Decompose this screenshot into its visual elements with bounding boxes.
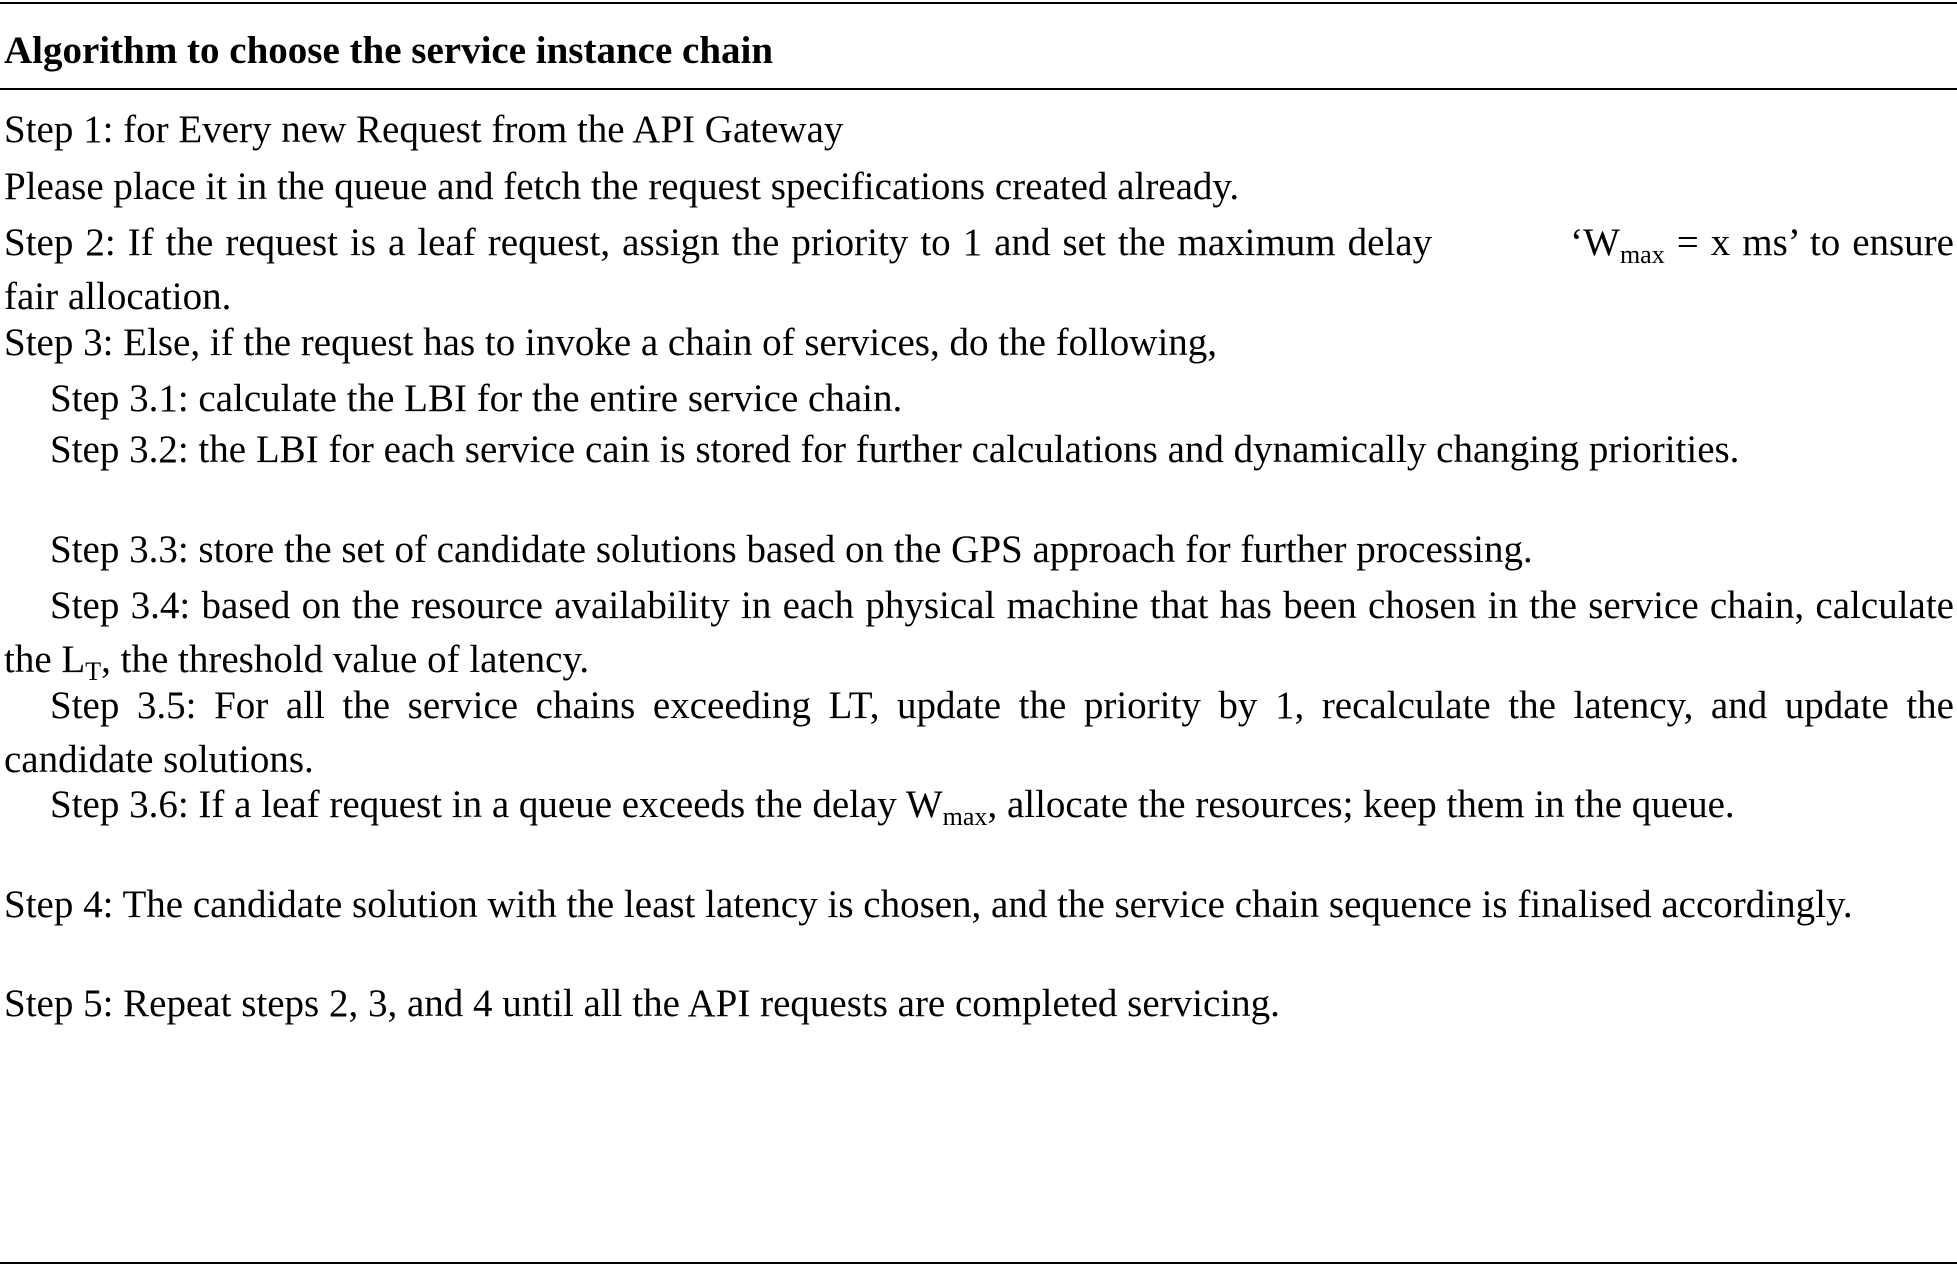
step-2-text-end: = x ms’ to ensure fair allocation. [4, 221, 1954, 318]
step-2: Step 2: If the request is a leaf request… [4, 216, 1954, 324]
step-1: Step 1: for Every new Request from the A… [4, 108, 844, 151]
step-4: Step 4: The candidate solution with the … [4, 883, 1853, 926]
step-3-5: Step 3.5: For all the service chains exc… [4, 684, 1954, 781]
step-1-detail: Please place it in the queue and fetch t… [4, 165, 1240, 208]
algorithm-title: Algorithm to choose the service instance… [4, 29, 774, 72]
step-3-4: Step 3.4: based on the resource availabi… [4, 579, 1954, 687]
step-3: Step 3: Else, if the request has to invo… [4, 321, 1218, 364]
step-3-6-text-end: , allocate the resources; keep them in t… [987, 783, 1735, 826]
step-3-4-text-end: , the threshold value of latency. [101, 638, 590, 681]
step-3-4-text: Step 3.4: based on the resource availabi… [4, 584, 1954, 681]
step-3-6: Step 3.6: If a leaf request in a queue e… [4, 778, 1954, 832]
top-rule [0, 2, 1957, 4]
step-3-2: Step 3.2: the LBI for each service cain … [50, 428, 1740, 471]
step-2-symbol: ‘W [1570, 221, 1620, 264]
step-3-6-text: Step 3.6: If a leaf request in a queue e… [50, 783, 943, 826]
step-3-3: Step 3.3: store the set of candidate sol… [50, 528, 1533, 571]
bottom-rule [0, 1262, 1957, 1264]
step-3-6-subscript: max [942, 802, 988, 831]
step-2-subscript: max [1619, 240, 1665, 269]
step-2-text: Step 2: If the request is a leaf request… [4, 221, 1433, 264]
step-3-4-subscript: T [85, 657, 102, 686]
header-rule [0, 88, 1957, 90]
step-5: Step 5: Repeat steps 2, 3, and 4 until a… [4, 982, 1280, 1025]
step-3-1: Step 3.1: calculate the LBI for the enti… [50, 377, 903, 420]
